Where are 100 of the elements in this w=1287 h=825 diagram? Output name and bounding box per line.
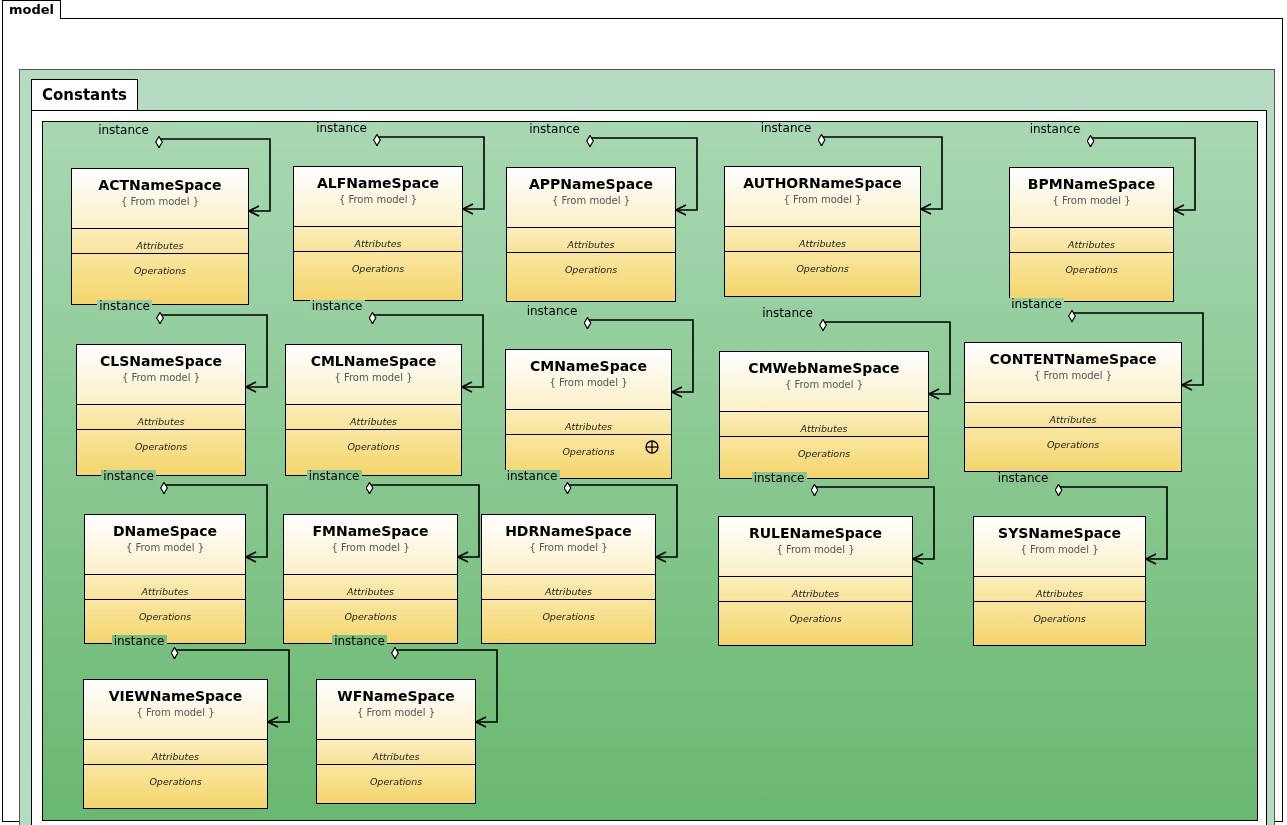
class-name: RULENameSpace bbox=[748, 525, 883, 541]
edge-label: instance bbox=[751, 472, 807, 485]
compartment-title: Attributes bbox=[151, 751, 200, 762]
edge-label: instance bbox=[1027, 123, 1083, 136]
stereotype-text: { From model } bbox=[1020, 544, 1099, 555]
class-box bbox=[718, 516, 913, 646]
compartment-title: Operations bbox=[542, 611, 595, 622]
compartment-title: Operations bbox=[347, 441, 400, 452]
compartment-title: Attributes bbox=[141, 586, 189, 597]
edge-label: instance bbox=[111, 635, 167, 648]
edge-label: instance bbox=[309, 300, 365, 313]
class-box bbox=[505, 349, 672, 479]
self-association-arrow bbox=[1068, 309, 1204, 391]
compartment-title: Operations bbox=[138, 611, 192, 622]
edge-label: instance bbox=[97, 300, 152, 313]
compartment-title: Operations bbox=[369, 776, 423, 787]
compartment-title: Attributes bbox=[798, 238, 847, 249]
class-name: CMWebNameSpace bbox=[748, 360, 900, 376]
class-name: CMNameSpace bbox=[530, 358, 647, 374]
stereotype-text: { From model } bbox=[338, 194, 418, 205]
class-box bbox=[724, 166, 921, 297]
class-box bbox=[316, 679, 476, 804]
self-association-arrow bbox=[810, 483, 935, 565]
self-association-arrow bbox=[817, 133, 943, 215]
class-box bbox=[293, 166, 463, 301]
compartment-title: Attributes bbox=[544, 586, 593, 597]
edge-label: instance bbox=[758, 122, 814, 135]
stereotype-text: { From model } bbox=[784, 379, 864, 390]
self-association-arrow bbox=[586, 134, 698, 216]
compartment-title: Operations bbox=[149, 776, 202, 787]
compartment-title: Attributes bbox=[800, 423, 848, 434]
class-box bbox=[964, 342, 1182, 472]
compartment-title: Operations bbox=[133, 265, 187, 276]
compartment-title: Attributes bbox=[349, 416, 398, 427]
class-name: ALFNameSpace bbox=[317, 175, 439, 191]
stereotype-text: { From model } bbox=[356, 707, 436, 718]
compartment-title: Attributes bbox=[137, 416, 185, 427]
class-name: ACTNameSpace bbox=[98, 177, 222, 193]
compartment-title: Attributes bbox=[136, 240, 184, 251]
self-association-arrow bbox=[583, 316, 694, 398]
edge-label: instance bbox=[101, 470, 156, 483]
class-name: HDRNameSpace bbox=[505, 523, 632, 539]
self-association-arrow bbox=[365, 481, 480, 563]
compartment-title: Operations bbox=[134, 441, 188, 452]
edge-label: instance bbox=[524, 305, 580, 318]
self-association-arrow bbox=[391, 646, 498, 728]
class-box bbox=[481, 514, 656, 644]
edge-label: instance bbox=[760, 307, 815, 320]
self-association-arrow bbox=[1086, 134, 1196, 216]
self-association-arrow bbox=[563, 481, 678, 563]
stereotype-text: { From model } bbox=[331, 542, 410, 553]
self-association-arrow bbox=[170, 646, 290, 728]
compartment-title: Operations bbox=[562, 446, 615, 457]
stereotype-text: { From model } bbox=[1033, 370, 1113, 381]
compartment-title: Attributes bbox=[567, 239, 615, 250]
compartment-title: Operations bbox=[344, 611, 397, 622]
stereotype-text: { From model } bbox=[120, 196, 200, 207]
stereotype-text: { From model } bbox=[125, 542, 205, 553]
edge-label: instance bbox=[332, 635, 387, 648]
stereotype-text: { From model } bbox=[121, 372, 201, 383]
class-name: CMLNameSpace bbox=[310, 353, 437, 369]
compartment-title: Operations bbox=[789, 613, 842, 624]
compartment-title: Attributes bbox=[1049, 414, 1097, 425]
package-name: model bbox=[2, 0, 62, 19]
class-name: FMNameSpace bbox=[312, 523, 429, 539]
edge-label: instance bbox=[1009, 298, 1064, 311]
edge-label: instance bbox=[306, 470, 362, 483]
compartment-title: Operations bbox=[351, 263, 405, 274]
compartment-title: Attributes bbox=[791, 588, 840, 599]
class-name: CLSNameSpace bbox=[100, 353, 222, 369]
stereotype-text: { From model } bbox=[529, 542, 608, 553]
self-association-arrow bbox=[160, 481, 268, 563]
class-name: DNameSpace bbox=[112, 523, 218, 539]
self-association-arrow bbox=[156, 311, 268, 393]
compartment-title: Operations bbox=[1033, 613, 1086, 624]
self-association-arrow bbox=[819, 318, 951, 400]
package-name: Constants bbox=[31, 79, 138, 110]
edge-label: instance bbox=[527, 123, 582, 136]
class-box bbox=[973, 516, 1146, 646]
self-association-arrow bbox=[155, 135, 271, 217]
compartment-title: Attributes bbox=[1035, 588, 1084, 599]
class-box bbox=[84, 514, 246, 644]
edge-label: instance bbox=[504, 470, 560, 483]
edge-label: instance bbox=[96, 124, 151, 137]
class-name: VIEWNameSpace bbox=[108, 688, 243, 704]
stereotype-text: { From model } bbox=[136, 707, 215, 718]
stereotype-text: { From model } bbox=[334, 372, 413, 383]
compartment-title: Operations bbox=[564, 264, 618, 275]
stereotype-text: { From model } bbox=[776, 544, 855, 555]
compartment-title: Attributes bbox=[372, 751, 420, 762]
compartment-title: Operations bbox=[796, 263, 849, 274]
edge-label: instance bbox=[995, 472, 1051, 485]
class-box bbox=[506, 167, 676, 302]
self-association-arrow bbox=[1054, 483, 1168, 565]
compartment-title: Attributes bbox=[346, 586, 395, 597]
compartment-title: Operations bbox=[1065, 264, 1118, 275]
class-name: CONTENTNameSpace bbox=[989, 351, 1157, 367]
stereotype-text: { From model } bbox=[783, 194, 862, 205]
class-box bbox=[283, 514, 458, 644]
compartment-title: Operations bbox=[1046, 439, 1100, 450]
